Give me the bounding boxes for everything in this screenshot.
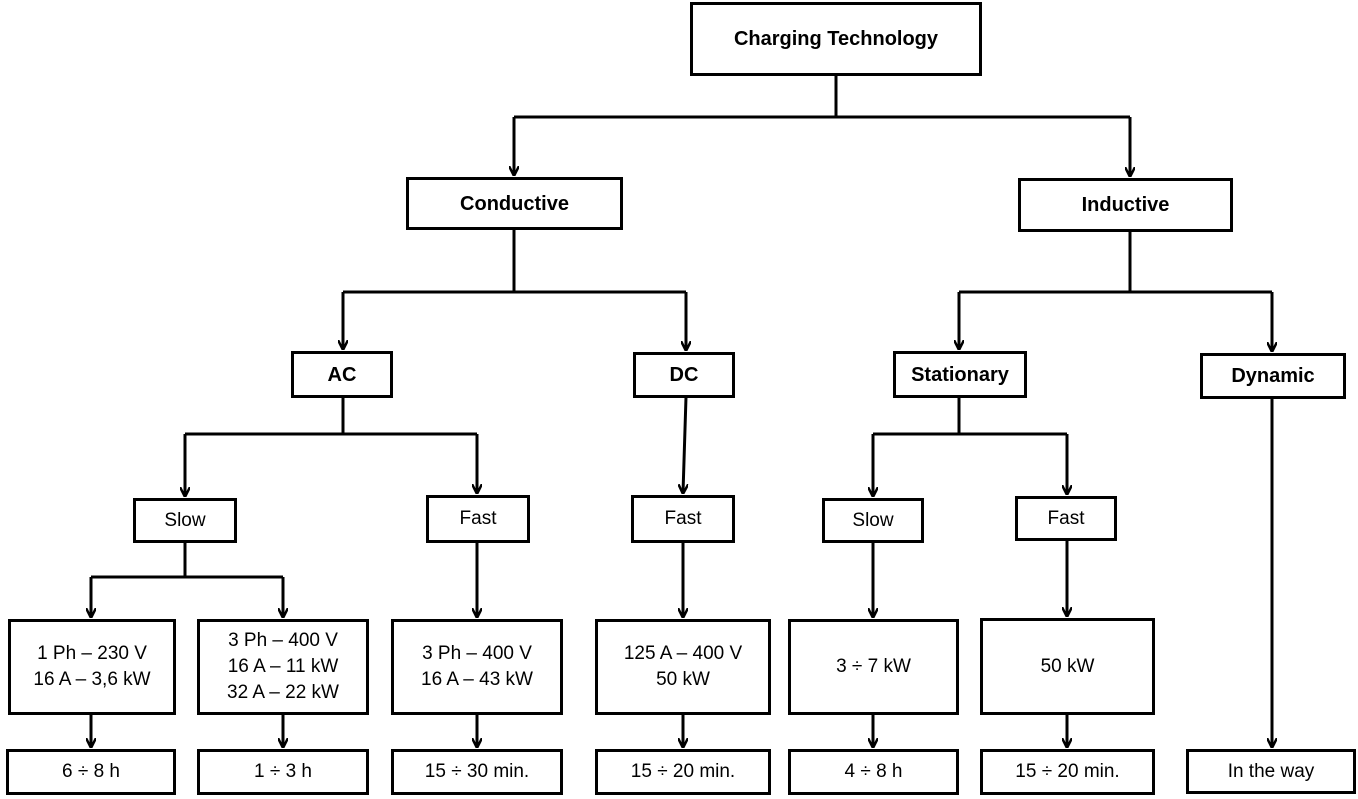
node-spec-3ph-400v-slow: 3 Ph – 400 V 16 A – 11 kW 32 A – 22 kW [197, 619, 369, 715]
node-time-15-20min-conductive: 15 ÷ 20 min. [595, 749, 771, 795]
connector-ac-slow-split [91, 542, 283, 579]
node-text-line: DC [669, 364, 699, 386]
node-spec-50kw: 50 kW [980, 618, 1155, 715]
node-stationary-slow: Slow [822, 498, 924, 543]
node-text-line: Dynamic [1231, 365, 1315, 387]
node-text-line: 50 kW [1040, 655, 1095, 677]
node-text-line: Fast [1047, 507, 1085, 529]
node-text-line: 50 kW [656, 669, 710, 690]
node-text-line: Charging Technology [733, 28, 939, 50]
node-stationary-fast: Fast [1015, 496, 1117, 541]
connector-conductive-split [343, 230, 686, 294]
node-text-line: Slow [164, 509, 206, 531]
node-text-line: In the way [1227, 760, 1315, 782]
node-text-line: Conductive [460, 192, 569, 215]
connector-inductive-split [959, 232, 1272, 294]
node-spec-1ph-230v: 1 Ph – 230 V 16 A – 3,6 kW [8, 619, 176, 715]
node-text-line: Fast [664, 508, 702, 529]
node-text-line: 1 Ph – 230 V [37, 643, 147, 664]
node-text-line: 15 ÷ 30 min. [424, 761, 530, 782]
node-text-line: 32 A – 22 kW [227, 682, 339, 703]
node-text-line: 3 Ph – 400 V [422, 643, 532, 664]
node-time-15-30min: 15 ÷ 30 min. [391, 749, 563, 795]
node-time-in-the-way: In the way [1186, 749, 1356, 794]
node-text-line: Slow [852, 509, 894, 531]
node-text-line: 4 ÷ 8 h [844, 761, 903, 782]
node-time-4-8h: 4 ÷ 8 h [788, 749, 959, 795]
node-text-line: AC [327, 363, 357, 386]
connector-stationary-split [873, 397, 1067, 436]
node-text-line: 15 ÷ 20 min. [1015, 761, 1120, 782]
node-text-line: 125 A – 400 V [623, 643, 743, 664]
connector-root-split [514, 75, 1130, 119]
node-time-1-3h: 1 ÷ 3 h [197, 749, 369, 795]
node-ac: AC [291, 351, 393, 398]
node-stationary: Stationary [893, 351, 1027, 398]
node-ac-fast: Fast [426, 495, 530, 543]
arrow-to-dc-fast [683, 396, 686, 493]
node-text-line: Inductive [1081, 194, 1170, 216]
node-ac-slow: Slow [133, 498, 237, 543]
node-text-line: 1 ÷ 3 h [254, 761, 312, 782]
node-text-line: Fast [459, 508, 497, 529]
node-text-line: 16 A – 11 kW [227, 656, 339, 677]
node-text-line: 16 A – 43 kW [421, 669, 533, 690]
node-text-line: 3 ÷ 7 kW [836, 656, 911, 677]
node-text-line: Stationary [911, 363, 1009, 386]
node-dc-fast: Fast [631, 495, 735, 543]
node-text-line: 6 ÷ 8 h [62, 761, 120, 782]
node-text-line: 16 A – 3,6 kW [33, 669, 151, 690]
node-conductive: Conductive [406, 177, 623, 230]
node-time-6-8h: 6 ÷ 8 h [6, 749, 176, 795]
node-charging-technology: Charging Technology [690, 2, 982, 76]
node-text-line: 15 ÷ 20 min. [630, 761, 736, 782]
node-text-line: 3 Ph – 400 V [228, 630, 338, 651]
node-spec-3-7kw: 3 ÷ 7 kW [788, 619, 959, 715]
node-spec-125a-400v: 125 A – 400 V 50 kW [595, 619, 771, 715]
node-dynamic: Dynamic [1200, 353, 1346, 399]
node-spec-3ph-400v-fast: 3 Ph – 400 V 16 A – 43 kW [391, 619, 563, 715]
node-dc: DC [633, 352, 735, 398]
node-time-15-20min-inductive: 15 ÷ 20 min. [980, 749, 1155, 795]
node-inductive: Inductive [1018, 178, 1233, 232]
connector-ac-split [185, 397, 477, 436]
